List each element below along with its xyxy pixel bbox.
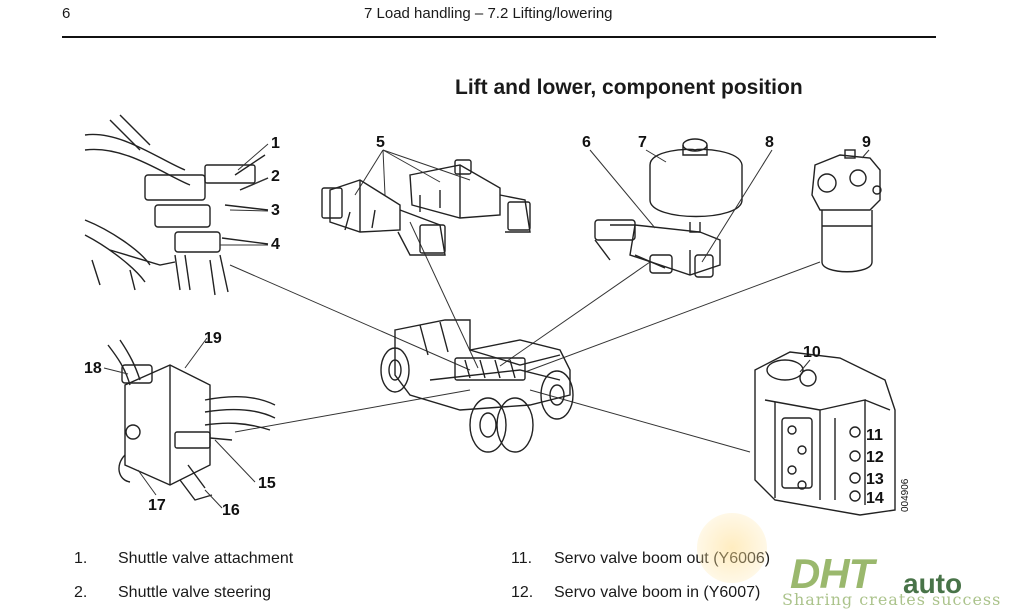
servo-valves-drawing [321, 159, 531, 256]
callout-2: 2 [271, 168, 280, 185]
callout-5: 5 [376, 134, 385, 151]
legend-text: Shuttle valve attachment [118, 550, 294, 567]
callout-12: 12 [866, 449, 884, 466]
top-left-valve-drawing [84, 114, 269, 296]
callout-leaders [103, 143, 870, 509]
legend-number: 1. [74, 550, 88, 567]
page-number: 6 [62, 5, 71, 22]
callout-14: 14 [866, 490, 884, 507]
callout-13: 13 [866, 471, 884, 488]
callout-4: 4 [271, 236, 280, 253]
section-heading: Lift and lower, component position [455, 76, 803, 99]
legend-number: 2. [74, 584, 88, 601]
callout-18: 18 [84, 360, 102, 377]
callout-15: 15 [258, 475, 276, 492]
callout-6: 6 [582, 134, 591, 151]
shuttle-valve-drawing [107, 339, 276, 501]
callout-17: 17 [148, 497, 166, 514]
watermark-logo: DHT [790, 550, 874, 597]
legend-number: 12. [511, 584, 534, 601]
legend-number: 11. [511, 550, 533, 567]
filter-drawing [811, 149, 882, 273]
legend-text: Shuttle valve steering [118, 584, 271, 601]
header-rule [62, 36, 936, 38]
drawing-code: 004906 [900, 478, 911, 512]
callout-7: 7 [638, 134, 647, 151]
watermark-circle [697, 513, 767, 583]
callout-11: 11 [866, 427, 883, 444]
callout-10: 10 [803, 344, 821, 361]
legend-text: Servo valve boom in (Y6007) [554, 584, 761, 601]
callout-19: 19 [204, 330, 222, 347]
callout-1: 1 [271, 135, 280, 152]
watermark-tagline: Sharing creates success [782, 590, 1002, 609]
callout-3: 3 [271, 202, 280, 219]
accumulator-drawing [594, 138, 743, 278]
main-control-valve-drawing [754, 351, 896, 516]
running-header-title: 7 Load handling – 7.2 Lifting/lowering [364, 5, 613, 22]
leader-lines [229, 221, 821, 453]
callout-8: 8 [765, 134, 774, 151]
callout-labels: 1 2 3 4 5 6 7 8 9 10 11 12 13 14 15 16 1… [84, 134, 884, 519]
callout-9: 9 [862, 134, 871, 151]
component-position-figure: 1 2 3 4 5 6 7 8 9 10 11 12 13 14 15 16 1… [84, 114, 911, 519]
truck-drawing [380, 319, 574, 453]
callout-16: 16 [222, 502, 240, 519]
watermark-logo-suffix: auto [903, 568, 963, 599]
